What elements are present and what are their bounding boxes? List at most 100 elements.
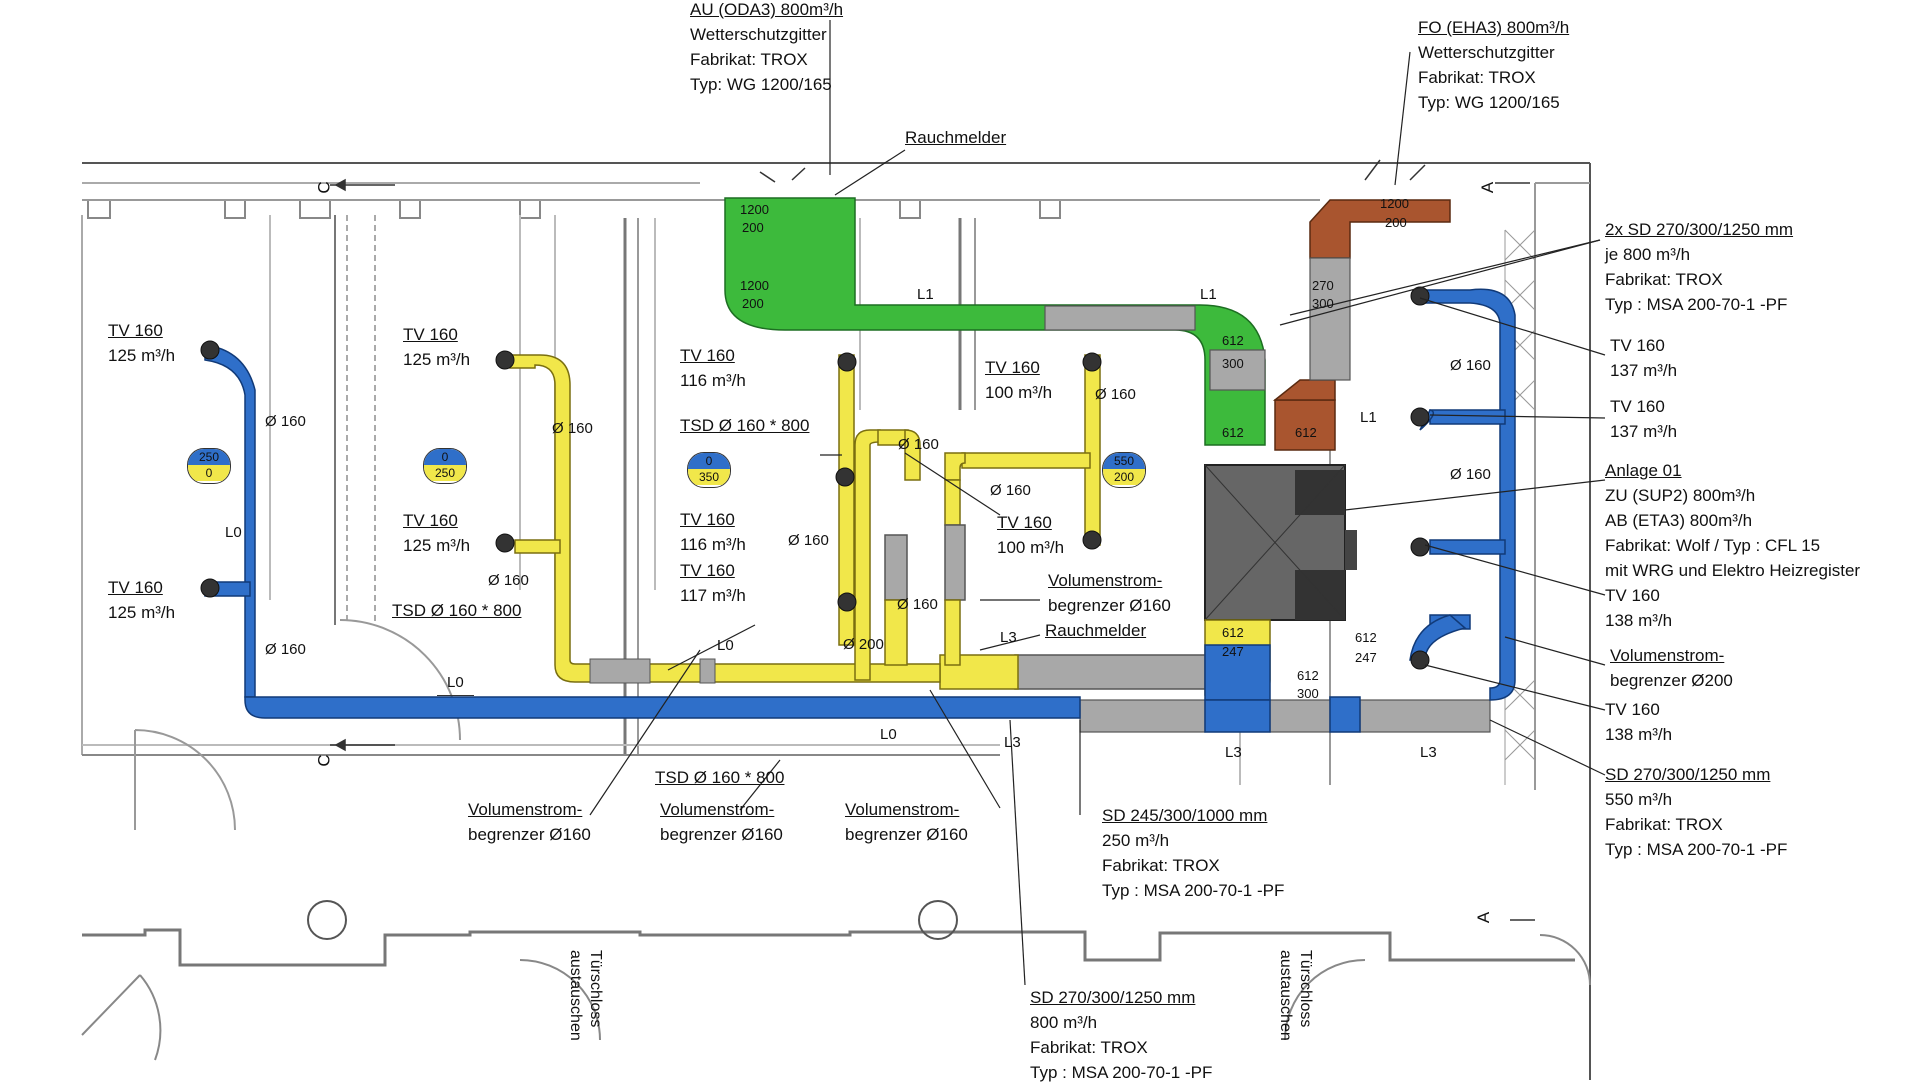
section-c-bottom: C	[314, 754, 334, 767]
flow-limiter	[699, 658, 716, 684]
sd-800-b-flow: 800 m³/h	[1030, 1013, 1098, 1032]
label-tuerschloss-1: Türschloss austauschen	[565, 950, 605, 1041]
vsb-160-1-l2: begrenzer Ø160	[468, 825, 591, 844]
tv-100-a-type: TV 160	[985, 358, 1040, 377]
fo-eha3-title: FO (EHA3) 800m³/h	[1418, 18, 1570, 37]
tv-117-type: TV 160	[680, 561, 735, 580]
grey-vertical-duct	[1309, 257, 1351, 381]
section-a-bottom: A	[1474, 911, 1494, 924]
tv-100-b-flow: 100 m³/h	[997, 538, 1065, 557]
grey-duct-bottom	[1079, 699, 1491, 733]
dim-612-green: 612	[1222, 425, 1244, 440]
dim-200-outlet: 200	[1385, 215, 1407, 230]
label-vsb-160-3: Volumenstrom- begrenzer Ø160	[845, 797, 968, 847]
tuerschloss-2-l1: Türschloss	[1297, 950, 1314, 1028]
label-sd-550: SD 270/300/1250 mm 550 m³/h Fabrikat: TR…	[1605, 762, 1787, 862]
tag-l1-c: L1	[1360, 409, 1377, 426]
tv-left-bot-type: TV 160	[108, 578, 163, 597]
dim-247-yellow: 247	[1222, 644, 1244, 659]
tv-116-a-type: TV 160	[680, 346, 735, 365]
label-tv160-138-a: TV 160 138 m³/h	[1605, 583, 1672, 633]
dia-left-bot: Ø 160	[265, 641, 306, 658]
au-oda3-model: Typ: WG 1200/165	[690, 75, 832, 94]
room-badge-4-top: 550	[1103, 453, 1145, 469]
label-tv-left-top: TV 160 125 m³/h	[108, 318, 175, 368]
room-badge-4: 550 200	[1102, 452, 1146, 488]
dim-612-top: 612	[1222, 333, 1244, 348]
tag-l3-c: L3	[1420, 744, 1437, 761]
anlage-title: Anlage 01	[1605, 461, 1682, 480]
room-badge-2: 0 250	[423, 448, 467, 484]
tv-116-a-flow: 116 m³/h	[680, 371, 746, 390]
dia-room3-c: Ø 160	[897, 596, 938, 613]
sd-550-model: Typ : MSA 200-70-1 -PF	[1605, 840, 1788, 859]
air-terminals	[200, 286, 1430, 670]
label-tv160-137-b: TV 160 137 m³/h	[1610, 394, 1677, 444]
sd-550-title: SD 270/300/1250 mm	[1605, 765, 1771, 784]
dia-room3-b: Ø 160	[788, 532, 829, 549]
tv-100-b-type: TV 160	[997, 513, 1052, 532]
label-tsd-left: TSD Ø 160 * 800	[392, 601, 522, 620]
room-badge-4-bottom: 200	[1103, 469, 1145, 485]
fo-eha3-model: Typ: WG 1200/165	[1418, 93, 1560, 112]
sd-2x-title: 2x SD 270/300/1250 mm	[1605, 220, 1794, 239]
label-rauchmelder-top: Rauchmelder	[905, 128, 1007, 147]
sd-245-flow: 250 m³/h	[1102, 831, 1170, 850]
dim-612-brown: 612	[1295, 425, 1317, 440]
tv-100-a-flow: 100 m³/h	[985, 383, 1053, 402]
sd-2x-model: Typ : MSA 200-70-1 -PF	[1605, 295, 1788, 314]
sd-550-make: Fabrikat: TROX	[1605, 815, 1723, 834]
dim-200-top: 200	[742, 220, 764, 235]
tv-left-top-type: TV 160	[108, 321, 163, 340]
vsb-160-1-l1: Volumenstrom-	[468, 800, 583, 819]
au-oda3-type: Wetterschutzgitter	[690, 25, 827, 44]
label-tv160-137-a: TV 160 137 m³/h	[1610, 333, 1677, 383]
vsb-160-mid-l2: begrenzer Ø160	[1048, 596, 1171, 615]
exhaust-outlet-duct	[1272, 199, 1451, 451]
tv-room2-top-flow: 125 m³/h	[403, 350, 471, 369]
leader-lines	[589, 20, 1606, 986]
tv160-138-a-flow: 138 m³/h	[1605, 611, 1673, 630]
dim-612-right: 612	[1355, 630, 1377, 645]
fo-eha3-make: Fabrikat: TROX	[1418, 68, 1536, 87]
sd-245-model: Typ : MSA 200-70-1 -PF	[1102, 881, 1285, 900]
label-tv160-138-b: TV 160 138 m³/h	[1605, 697, 1672, 747]
au-oda3-title: AU (ODA3) 800m³/h	[690, 0, 844, 19]
label-sd-245: SD 245/300/1000 mm 250 m³/h Fabrikat: TR…	[1102, 803, 1284, 903]
tag-l0-b: L0	[717, 637, 734, 654]
sd-800-b-title: SD 270/300/1250 mm	[1030, 988, 1196, 1007]
vsb-160-3-l1: Volumenstrom-	[845, 800, 960, 819]
label-vsb-160-mid: Volumenstrom- begrenzer Ø160	[1048, 568, 1171, 618]
room-badge-2-top: 0	[424, 449, 466, 465]
vsb-160-mid-l1: Volumenstrom-	[1048, 571, 1163, 590]
anlage-exhaust: AB (ETA3) 800m³/h	[1605, 511, 1753, 530]
room-badge-2-bottom: 250	[424, 465, 466, 481]
anlage-supply: ZU (SUP2) 800m³/h	[1605, 486, 1756, 505]
sd-800-b-model: Typ : MSA 200-70-1 -PF	[1030, 1063, 1213, 1082]
tv160-137-b-type: TV 160	[1610, 397, 1665, 416]
tag-l1-b: L1	[1200, 286, 1217, 303]
label-tv-116-b: TV 160 116 m³/h	[680, 507, 746, 557]
tv-116-b-flow: 116 m³/h	[680, 535, 746, 554]
dia-room4-b: Ø 160	[1095, 386, 1136, 403]
tag-l0-c: L0	[880, 726, 897, 743]
sd-245-title: SD 245/300/1000 mm	[1102, 806, 1268, 825]
dia-left-top: Ø 160	[265, 413, 306, 430]
label-tv-room2-bot: TV 160 125 m³/h	[403, 508, 470, 558]
tv160-138-a-type: TV 160	[1605, 586, 1660, 605]
silencer	[589, 658, 651, 684]
duct-dimension-labels: 1200 200 1200 200 1200 200 270 300 612 3…	[740, 196, 1409, 701]
vsb-160-2-l2: begrenzer Ø160	[660, 825, 783, 844]
label-sd-800-b: SD 270/300/1250 mm 800 m³/h Fabrikat: TR…	[1030, 985, 1212, 1085]
dia-room3-a: Ø 160	[898, 436, 939, 453]
dim-300-top: 300	[1222, 356, 1244, 371]
label-tv-100-b: TV 160 100 m³/h	[997, 510, 1064, 560]
tag-l3-b: L3	[1225, 744, 1242, 761]
label-vsb-200: Volumenstrom- begrenzer Ø200	[1610, 643, 1733, 693]
au-oda3-make: Fabrikat: TROX	[690, 50, 808, 69]
section-markers	[330, 159, 1535, 921]
dia-room2-b: Ø 160	[488, 572, 529, 589]
tag-l0-d: L0	[225, 524, 242, 541]
anlage-make: Fabrikat: Wolf / Typ : CFL 15	[1605, 536, 1821, 555]
